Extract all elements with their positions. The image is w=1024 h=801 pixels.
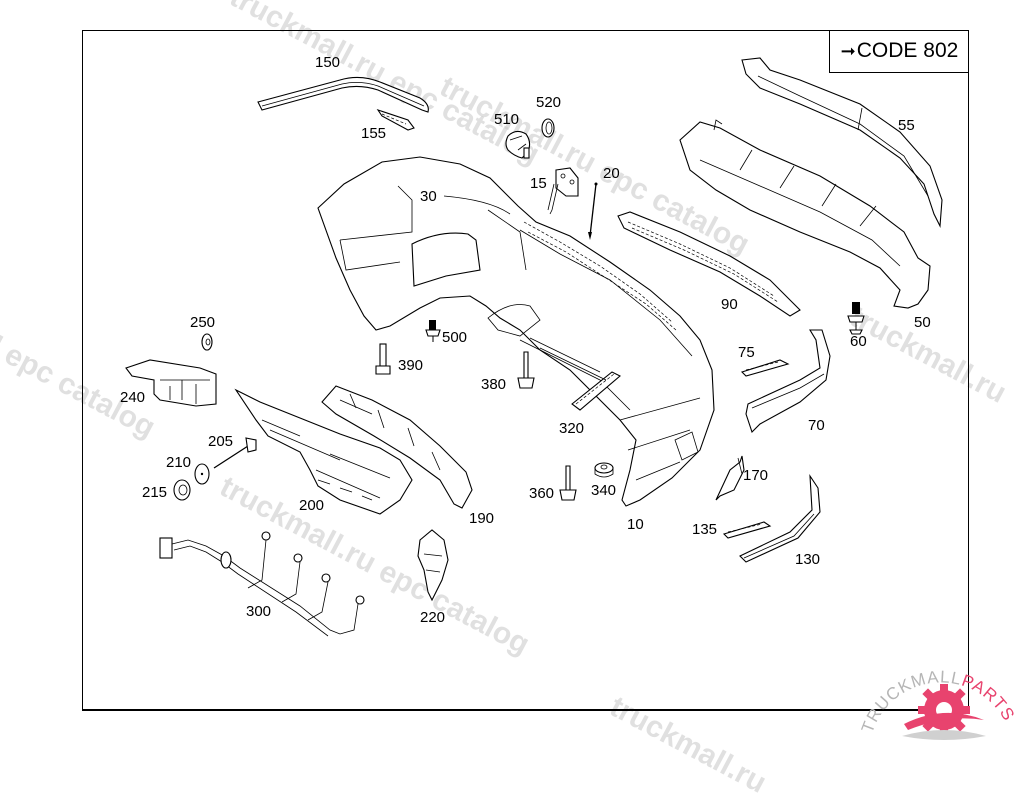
part-label-190[interactable]: 190 bbox=[469, 510, 495, 527]
part-label-90[interactable]: 90 bbox=[721, 296, 738, 313]
part-label-10[interactable]: 10 bbox=[627, 516, 644, 533]
part-label-250[interactable]: 250 bbox=[190, 314, 216, 331]
part-75-insert[interactable] bbox=[740, 359, 790, 377]
parts-diagram bbox=[125, 57, 943, 637]
part-label-320[interactable]: 340 bbox=[591, 482, 617, 499]
code-label: CODE 802 bbox=[856, 39, 959, 62]
part-label-70[interactable]: 70 bbox=[808, 417, 825, 434]
part-20-rod[interactable] bbox=[588, 182, 598, 241]
arrow-right-icon: ➞ bbox=[840, 40, 856, 61]
part-210-washer[interactable] bbox=[194, 463, 210, 485]
part-170-cover[interactable] bbox=[715, 455, 745, 501]
part-label-510[interactable]: 510 bbox=[494, 111, 520, 128]
part-label-75[interactable]: 75 bbox=[738, 344, 755, 361]
part-label-215[interactable]: 215 bbox=[142, 484, 168, 501]
part-label-200[interactable]: 200 bbox=[299, 497, 325, 514]
part-label-155[interactable]: 155 bbox=[361, 125, 387, 142]
part-label-300[interactable]: 320 bbox=[559, 420, 585, 437]
part-label-240[interactable]: 240 bbox=[120, 389, 146, 406]
part-label-170[interactable]: 170 bbox=[743, 467, 769, 484]
part-190-reinforcement[interactable] bbox=[321, 385, 473, 509]
part-label-500[interactable]: 300 bbox=[246, 603, 272, 620]
part-label-60[interactable]: 60 bbox=[850, 333, 867, 350]
part-215-nut[interactable] bbox=[173, 479, 191, 501]
part-220-bracket[interactable] bbox=[417, 529, 449, 602]
part-30-bumper-cover[interactable] bbox=[317, 156, 715, 507]
part-label-380[interactable]: 390 bbox=[398, 357, 424, 374]
part-340-screw[interactable] bbox=[559, 465, 577, 501]
part-240-bracket[interactable] bbox=[125, 359, 217, 407]
part-label-520[interactable]: 520 bbox=[536, 94, 562, 111]
part-200-absorber[interactable] bbox=[234, 388, 413, 515]
part-205-bolt[interactable] bbox=[213, 437, 257, 469]
part-135-insert[interactable] bbox=[722, 521, 772, 539]
part-label-20[interactable]: 20 bbox=[603, 165, 620, 182]
part-520-ring[interactable] bbox=[541, 118, 555, 138]
part-130-trim[interactable] bbox=[739, 474, 821, 563]
part-390-clip[interactable] bbox=[425, 320, 441, 342]
leader-line bbox=[443, 195, 511, 215]
part-label-150[interactable]: 150 bbox=[315, 54, 341, 71]
part-380-bolt[interactable] bbox=[375, 343, 391, 375]
part-70-side-trim[interactable] bbox=[745, 329, 831, 434]
part-label-220[interactable]: 220 bbox=[420, 609, 446, 626]
part-label-50[interactable]: 50 bbox=[914, 314, 931, 331]
part-510-sensor[interactable] bbox=[505, 130, 531, 159]
part-155-insert[interactable] bbox=[376, 108, 415, 131]
truckmall-parts-logo: TRUCKMALLPARTS bbox=[858, 648, 1024, 750]
diagram-frame bbox=[82, 30, 969, 711]
part-label-30[interactable]: 30 bbox=[420, 188, 437, 205]
part-50-diffuser[interactable] bbox=[679, 119, 931, 309]
part-label-135[interactable]: 135 bbox=[692, 521, 718, 538]
part-label-55[interactable]: 55 bbox=[898, 117, 915, 134]
part-label-130[interactable]: 130 bbox=[795, 551, 821, 568]
code-badge: ➞ CODE 802 bbox=[829, 30, 969, 73]
part-60-clip[interactable] bbox=[847, 302, 865, 335]
part-label-210[interactable]: 210 bbox=[166, 454, 192, 471]
part-label-390[interactable]: 500 bbox=[442, 329, 468, 346]
part-15-bracket[interactable] bbox=[547, 167, 579, 215]
part-300-grille[interactable] bbox=[529, 337, 621, 411]
part-320-nut[interactable] bbox=[594, 462, 614, 478]
part-500-wiring-harness[interactable] bbox=[159, 531, 365, 637]
part-label-205[interactable]: 205 bbox=[208, 433, 234, 450]
part-150-trim-strip[interactable] bbox=[257, 76, 429, 113]
part-90-grille-insert[interactable] bbox=[617, 211, 801, 317]
part-label-340[interactable]: 360 bbox=[529, 485, 555, 502]
part-360-screw[interactable] bbox=[517, 351, 535, 389]
part-label-15[interactable]: 15 bbox=[530, 175, 547, 192]
part-55-diffuser-trim[interactable] bbox=[741, 57, 943, 229]
part-label-360[interactable]: 380 bbox=[481, 376, 507, 393]
part-250-washer[interactable] bbox=[201, 333, 213, 351]
